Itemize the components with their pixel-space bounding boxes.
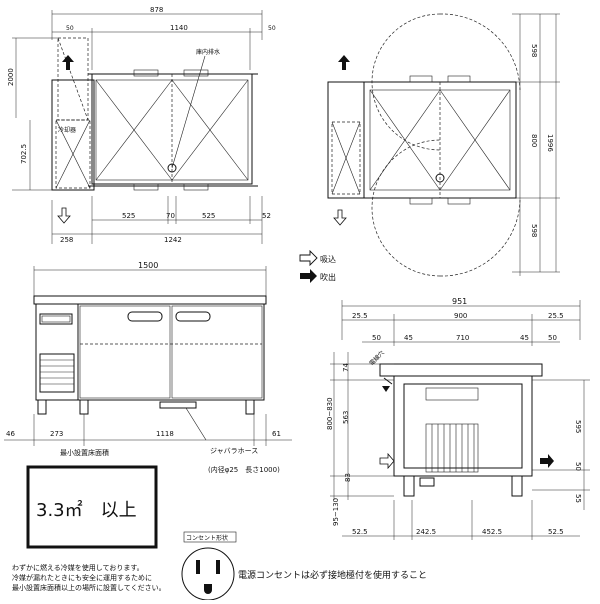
min-area-value: 3.3㎡ 以上 (36, 499, 137, 521)
legend-intake: 吸込 (320, 255, 336, 264)
dim-878: 878 (150, 6, 163, 14)
dim-52: 52 (262, 212, 271, 220)
dim-50-b: 50 (268, 25, 276, 32)
side-view: 951 25.5 900 25.5 50 45 710 45 50 電線穴 (326, 297, 590, 540)
dim-25-5-a: 25.5 (352, 312, 368, 320)
dim-242-5: 242.5 (416, 528, 436, 536)
label-hose: ジャバラホース (210, 447, 258, 455)
dim-1996: 1996 (546, 134, 554, 152)
dim-61: 61 (272, 430, 281, 438)
label-wire-hole: 電線穴 (368, 349, 386, 367)
dim-525-b: 525 (202, 212, 215, 220)
plan-view-right: 598 800 598 1996 (327, 13, 560, 277)
front-view: 1500 46 273 1118 61 ジャバラホース ( (4, 261, 292, 592)
outlet-shape-label: コンセント形状 (186, 534, 228, 542)
dim-55: 55 (574, 494, 582, 503)
intake-arrow-icon (379, 452, 395, 470)
dim-52-5-a: 52.5 (352, 528, 368, 536)
dim-800-830: 800~830 (326, 397, 334, 430)
dim-452-5: 452.5 (482, 528, 502, 536)
dim-595: 595 (574, 420, 582, 433)
dim-598-a: 598 (530, 44, 538, 57)
dim-70: 70 (166, 212, 175, 220)
exhaust-arrow-icon (540, 454, 554, 468)
dim-50-b: 50 (548, 334, 557, 342)
label-cooling: 冷却器 (58, 126, 76, 134)
dim-951: 951 (452, 297, 467, 306)
dim-800: 800 (530, 134, 538, 147)
warning-line-3: 最小設置床面積以上の場所に設置してください。 (12, 583, 166, 592)
dim-50-a: 50 (372, 334, 381, 342)
warning-line-2: 冷媒が漏れたときにも安全に運用するために (12, 573, 152, 582)
dim-1500: 1500 (138, 261, 158, 270)
label-hose-spec: (内径φ25 長さ1000) (208, 465, 280, 474)
dim-1242: 1242 (164, 236, 182, 244)
dim-45-a: 45 (404, 334, 413, 342)
plan-view-left: 878 50 1140 50 2000 702.5 冷却器 庫内排 (7, 6, 276, 244)
dim-2000: 2000 (7, 68, 15, 86)
label-drain: 庫内排水 (196, 48, 220, 56)
dim-273: 273 (50, 430, 63, 438)
dim-258: 258 (60, 236, 73, 244)
dim-46: 46 (6, 430, 15, 438)
dim-900: 900 (454, 312, 467, 320)
exhaust-legend-icon (300, 269, 317, 283)
dim-1118: 1118 (156, 430, 174, 438)
dim-52-5-b: 52.5 (548, 528, 564, 536)
label-min-area: 最小設置床面積 (60, 448, 109, 457)
outlet-section: コンセント形状 電源コンセントは必ず接地極付を使用すること (181, 531, 427, 601)
dim-702-5: 702.5 (20, 144, 28, 164)
dim-1140: 1140 (170, 24, 188, 32)
dim-563: 563 (342, 411, 350, 424)
dim-525-a: 525 (122, 212, 135, 220)
intake-arrow-icon (333, 209, 347, 226)
legend-exhaust: 吹出 (320, 272, 336, 282)
dim-25-5-b: 25.5 (548, 312, 564, 320)
dim-74: 74 (342, 363, 350, 372)
dim-598-b: 598 (530, 224, 538, 237)
exhaust-arrow-icon (338, 55, 350, 70)
dim-45-b: 45 (520, 334, 529, 342)
dim-50-a: 50 (66, 25, 74, 32)
warning-line-1: わずかに燃える冷媒を使用しております。 (12, 563, 144, 572)
intake-arrow-icon (57, 207, 71, 224)
dim-50-c: 50 (574, 462, 582, 471)
airflow-legend: 吸込 吹出 (299, 249, 336, 283)
outlet-notice: 電源コンセントは必ず接地極付を使用すること (238, 569, 427, 581)
exhaust-arrow-icon (62, 55, 74, 70)
dim-83: 83 (344, 473, 352, 482)
intake-legend-icon (299, 249, 318, 267)
dim-95-130: 95~130 (332, 498, 340, 526)
dim-710: 710 (456, 334, 469, 342)
min-area-box (26, 465, 158, 549)
